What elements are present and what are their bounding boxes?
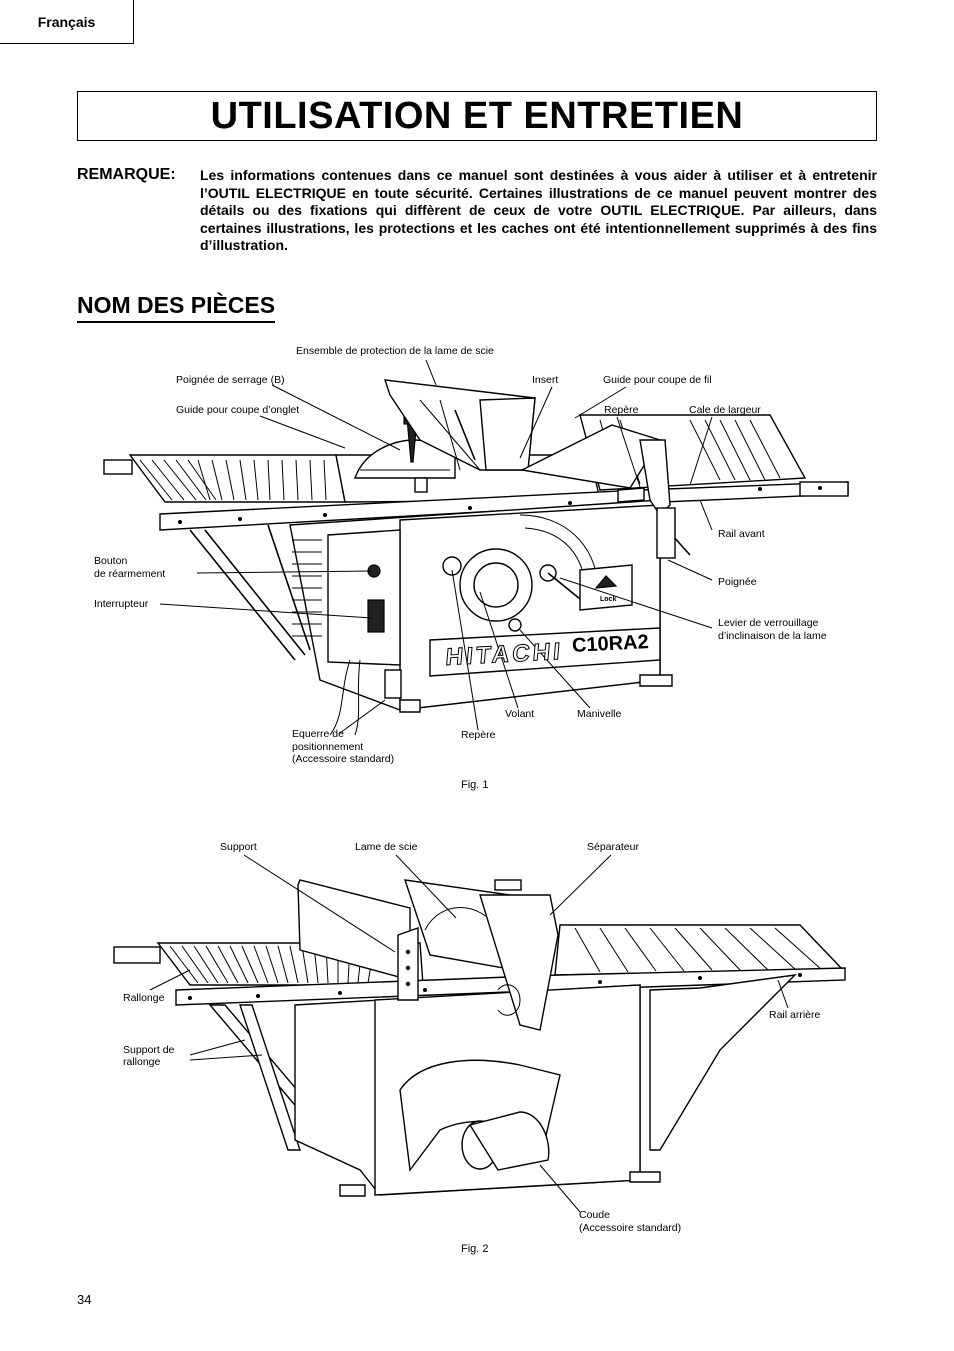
fig1-blade-guard xyxy=(383,379,536,471)
label-extension: Rallonge xyxy=(123,992,165,1004)
remark-label: REMARQUE: xyxy=(77,166,176,183)
section-title: NOM DES PIÈCES xyxy=(77,292,276,323)
label-extension-support-line2: rallonge xyxy=(123,1056,161,1068)
label-insert: Insert xyxy=(532,374,559,386)
fig2-cabinet xyxy=(294,984,661,1197)
label-switch: Interrupteur xyxy=(94,598,149,610)
fig1-caption: Fig. 1 xyxy=(461,779,489,791)
fig1-model-logo: C10RA2 xyxy=(571,631,650,657)
label-elbow-line1: Coude xyxy=(579,1209,610,1221)
fig1-switch xyxy=(367,599,385,633)
label-reset-button-line1: Bouton xyxy=(94,555,128,567)
fig2-right-extension xyxy=(554,924,845,976)
label-square-line1: Equerre de xyxy=(292,728,344,740)
remark-text: Les informations contenues dans ce manue… xyxy=(200,167,877,253)
label-separator: Séparateur xyxy=(587,841,639,853)
label-reset-button-line2: de réarmement xyxy=(94,568,166,580)
label-bevel-lock-line2: d’inclinaison de la lame xyxy=(718,630,827,642)
fig1-cabinet xyxy=(289,499,673,736)
fig1-switch-box xyxy=(327,529,401,666)
fig1-legs xyxy=(189,504,691,661)
fig2-blade-separator xyxy=(403,879,559,1031)
label-support: Support xyxy=(220,841,257,853)
label-rear-rail: Rail arrière xyxy=(769,1009,821,1021)
language-tab: Français xyxy=(0,0,134,44)
label-elbow-line2: (Accessoire standard) xyxy=(579,1222,682,1234)
label-mark-bottom: Repère xyxy=(461,729,496,741)
fig2-caption: Fig. 2 xyxy=(461,1243,489,1255)
label-blade-guard-assembly: Ensemble de protection de la lame de sci… xyxy=(296,345,494,357)
label-width-shim: Cale de largeur xyxy=(689,404,761,416)
label-clamp-handle: Poignée de serrage (B) xyxy=(176,374,285,386)
label-handwheel: Volant xyxy=(505,708,535,720)
label-front-rail: Rail avant xyxy=(718,528,765,540)
page-number: 34 xyxy=(77,1292,92,1307)
label-crank: Manivelle xyxy=(577,708,622,720)
fig1-rip-fence xyxy=(519,424,676,559)
label-handle: Poignée xyxy=(718,576,757,588)
fig1-lock-text: Lock xyxy=(600,596,617,603)
page-title: UTILISATION ET ENTRETIEN xyxy=(77,91,877,141)
label-square-line3: (Accessoire standard) xyxy=(292,753,395,765)
fig1-left-extension xyxy=(103,454,346,503)
label-saw-blade: Lame de scie xyxy=(355,841,418,853)
label-rip-fence: Guide pour coupe de fil xyxy=(603,374,712,386)
fig2-leader-lines xyxy=(149,854,789,1213)
label-extension-support-line1: Support de xyxy=(123,1044,175,1056)
label-square-line2: positionnement xyxy=(292,741,364,753)
label-bevel-lock-line1: Levier de verrouillage xyxy=(718,617,819,629)
label-mark-top: Repère xyxy=(604,404,639,416)
fig1-leader-lines xyxy=(159,359,713,734)
label-miter-gauge: Guide pour coupe d’onglet xyxy=(176,404,300,416)
fig2-support-fence xyxy=(297,879,419,1001)
